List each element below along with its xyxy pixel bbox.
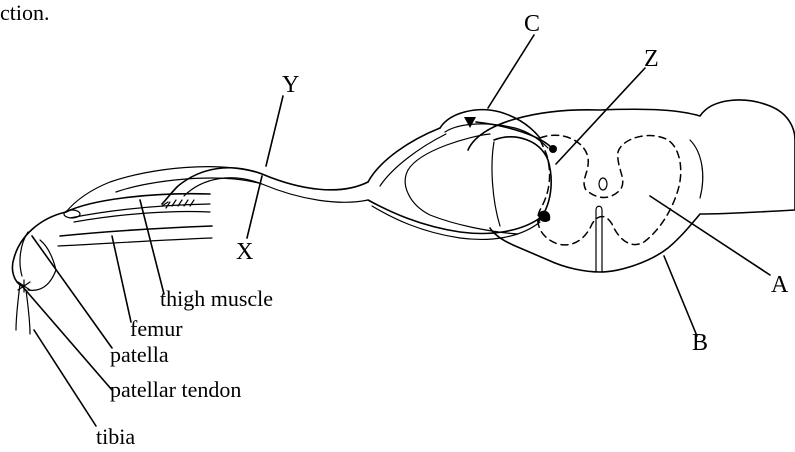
leader-a bbox=[650, 196, 770, 275]
label-c: C bbox=[524, 11, 540, 37]
label-patella: patella bbox=[110, 342, 169, 367]
label-z: Z bbox=[644, 46, 659, 72]
label-tibia: tibia bbox=[96, 424, 135, 449]
leader-tibia bbox=[34, 330, 96, 426]
leader-z bbox=[556, 68, 645, 164]
label-a: A bbox=[771, 272, 789, 298]
label-femur: femur bbox=[130, 316, 183, 341]
caption-text: ction. bbox=[0, 0, 50, 25]
leader-c bbox=[488, 35, 534, 108]
label-patellar-tendon: patellar tendon bbox=[110, 377, 241, 402]
leader-patella bbox=[32, 236, 112, 348]
label-x: X bbox=[236, 239, 253, 265]
synapse-dorsal bbox=[549, 145, 557, 153]
label-b: B bbox=[692, 330, 708, 356]
ganglion-cell-body bbox=[464, 117, 476, 128]
leader-thigh-muscle bbox=[140, 200, 164, 294]
leader-x bbox=[247, 176, 262, 238]
leg-structure bbox=[12, 194, 212, 334]
leader-femur bbox=[112, 236, 131, 322]
label-thigh-muscle: thigh muscle bbox=[160, 286, 273, 311]
leader-patellar-tendon bbox=[22, 286, 112, 390]
label-y: Y bbox=[282, 72, 299, 98]
nerve-pathway bbox=[66, 110, 557, 240]
leader-y bbox=[266, 96, 283, 166]
leader-b bbox=[664, 256, 697, 336]
